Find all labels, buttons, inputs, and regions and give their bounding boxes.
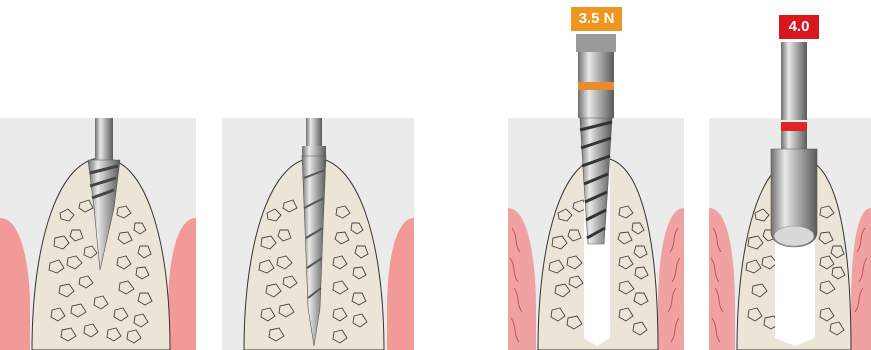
tap-size-badge: 4.0 (779, 15, 819, 39)
profile-drill (508, 34, 684, 284)
step-pilot-drill-panel (0, 118, 196, 350)
profile-drill-size-badge: 3.5 N (571, 7, 622, 31)
tap-instrument (709, 42, 871, 252)
step-twist-drill-panel (222, 118, 414, 350)
